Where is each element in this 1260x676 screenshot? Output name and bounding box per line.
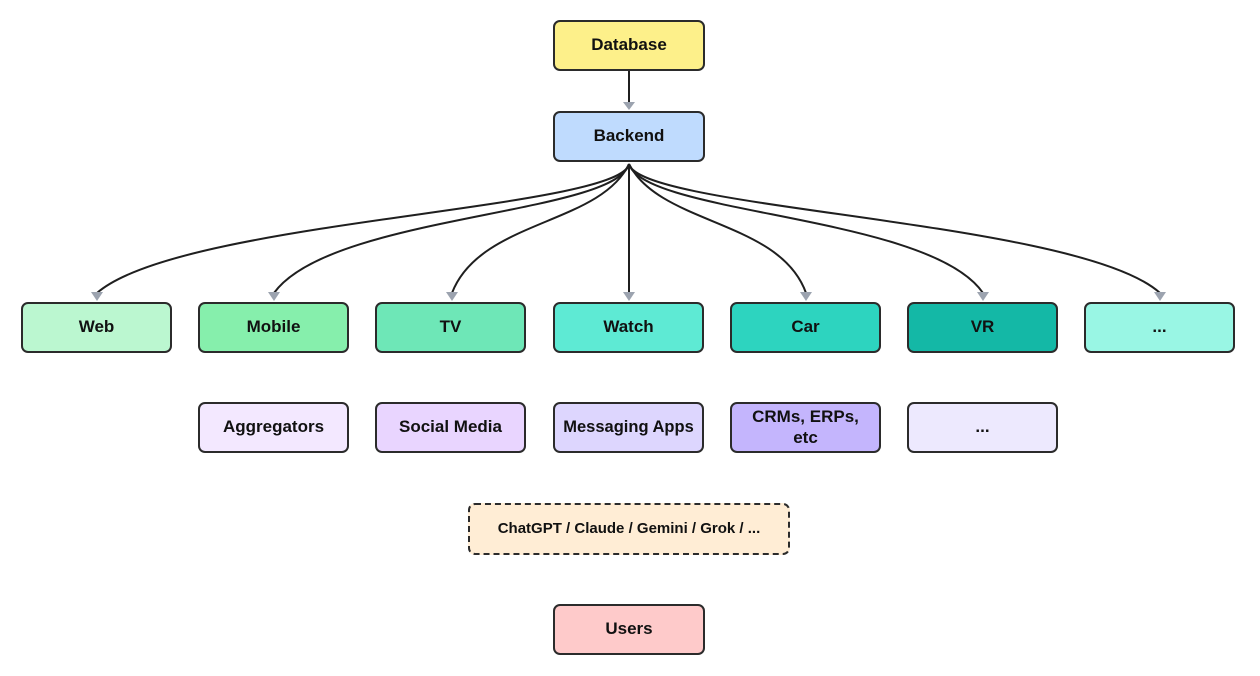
edge-backend-mobile: [273, 163, 630, 294]
node-messaging-apps: Messaging Apps: [553, 402, 704, 453]
arrowhead-mobile: [268, 292, 280, 301]
arrowhead-vr: [977, 292, 989, 301]
arrowhead-more: [1154, 292, 1166, 301]
arrowhead-car: [800, 292, 812, 301]
edge-backend-vr: [628, 163, 984, 294]
node-watch: Watch: [553, 302, 704, 353]
node-users: Users: [553, 604, 705, 655]
node-web: Web: [21, 302, 172, 353]
node-more-integrations: ...: [907, 402, 1058, 453]
node-ai-assistants: ChatGPT / Claude / Gemini / Grok / ...: [468, 503, 790, 555]
node-crms-erps: CRMs, ERPs, etc: [730, 402, 881, 453]
edge-backend-more: [628, 163, 1161, 294]
node-tv: TV: [375, 302, 526, 353]
node-database: Database: [553, 20, 705, 71]
node-vr: VR: [907, 302, 1058, 353]
node-mobile: Mobile: [198, 302, 349, 353]
node-car: Car: [730, 302, 881, 353]
node-aggregators: Aggregators: [198, 402, 349, 453]
arrowhead-backend: [623, 102, 635, 110]
arrowhead-web: [91, 292, 103, 301]
arrowhead-watch: [623, 292, 635, 301]
edge-backend-car: [628, 163, 807, 294]
node-social-media: Social Media: [375, 402, 526, 453]
edge-backend-web: [96, 163, 630, 294]
node-more-clients: ...: [1084, 302, 1235, 353]
node-backend: Backend: [553, 111, 705, 162]
arrowhead-tv: [446, 292, 458, 301]
edge-backend-tv: [451, 163, 630, 294]
